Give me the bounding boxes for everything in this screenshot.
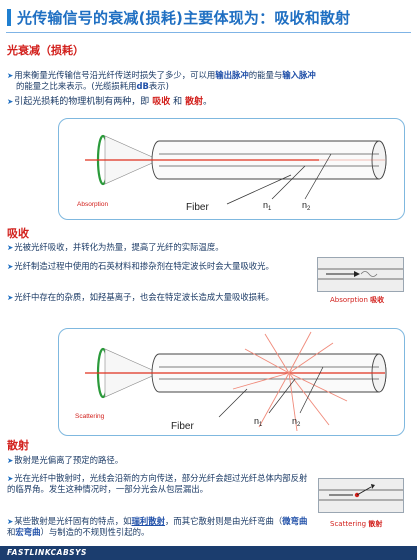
- title-accent-bar: [7, 9, 11, 26]
- text-run: 和: [7, 527, 16, 538]
- scattering-thumb-caption: Scattering 散射: [330, 520, 383, 528]
- bullet-arrow-icon: ➤: [7, 262, 14, 271]
- n2-pointer: [299, 366, 324, 414]
- absorption-thumb-caption: Absorption 吸收: [330, 296, 385, 304]
- scattering-diagram-label: Scattering: [75, 413, 105, 420]
- footer-brand: FASTLINKCABSYS: [7, 548, 87, 557]
- absorption-thumbnail: [317, 257, 404, 292]
- fiber-label: Fiber: [171, 421, 194, 432]
- highlight-scattering: 散射: [184, 97, 203, 107]
- scattering-thumbnail: [318, 478, 404, 513]
- bullet-arrow-icon: ➤: [7, 293, 14, 302]
- thumb-arrowhead: [371, 484, 375, 489]
- absorption-bullet-3: ➤光纤中存在的杂质，如羟基离子，也会在特定波长造成大量吸收损耗。: [7, 292, 307, 303]
- attenuation-bullet-1: ➤用来衡量光传输信号沿光纤传送时损失了多少，可以用输出脉冲的能量与输入脉冲的能量…: [7, 70, 412, 92]
- text-run: 光纤中存在的杂质，如羟基离子，也会在特定波长造成大量吸收损耗。: [14, 292, 274, 302]
- text-run: 散射是光偏离了预定的路径。: [14, 455, 124, 465]
- text-run: 和: [173, 97, 183, 107]
- fiber-end: [371, 140, 387, 180]
- fiber-pointer: [218, 388, 248, 418]
- fiber-label: Fiber: [186, 202, 209, 213]
- thumb-scattered-ray: [356, 486, 372, 496]
- highlight-macrobend: 宏弯曲: [15, 527, 41, 538]
- attenuation-bullet-2: ➤引起光损耗的物理机制有两种，即 吸收 和 散射。: [7, 96, 412, 108]
- text-run: 光在光纤中散射时，光线会沿新的方向传送，部分光纤会超过光纤总体内部反射的临界角。…: [7, 473, 308, 495]
- n2-label: n2: [292, 416, 301, 428]
- text-run: ）与制造的不规则性引起的。: [40, 527, 150, 538]
- absorption-diagram-svg: Absorption Fiber n1 n2: [77, 134, 387, 213]
- bullet-arrow-icon: ➤: [7, 97, 14, 106]
- scattering-heading: 散射: [7, 439, 29, 452]
- title-divider: [6, 32, 411, 33]
- scattered-rays: [232, 331, 348, 432]
- text-run: 。: [202, 97, 212, 107]
- title-bar: 光传输信号的衰减(损耗)主要体现为：吸收和散射: [0, 0, 417, 34]
- text-run: ，而其它散射则是由光纤弯曲（: [165, 516, 283, 526]
- scattering-bullet-2: ➤光在光纤中散射时，光线会沿新的方向传送，部分光纤会超过光纤总体内部反射的临界角…: [7, 473, 312, 495]
- highlight-output-pulse: 输出脉冲: [215, 70, 249, 80]
- absorption-bullet-1: ➤光被光纤吸收，并转化为热量，提高了光纤的实际温度。: [7, 242, 407, 253]
- thumb-heat-wave: [360, 271, 378, 277]
- absorption-heading: 吸收: [7, 227, 29, 240]
- n1-label: n1: [263, 200, 272, 212]
- n1-label: n1: [254, 416, 263, 428]
- thumb-arrowhead: [354, 271, 360, 277]
- bullet-arrow-icon: ➤: [7, 474, 14, 483]
- highlight-input-pulse: 输入脉冲: [282, 70, 316, 80]
- n1-pointer: [271, 165, 306, 200]
- bullet-arrow-icon: ➤: [7, 517, 14, 526]
- n1-pointer: [268, 378, 296, 414]
- bullet-arrow-icon: ➤: [7, 456, 14, 465]
- fiber-pointer: [226, 174, 292, 205]
- text-run: 引起光损耗的物理机制有两种，即: [14, 97, 150, 107]
- n2-label: n2: [302, 200, 311, 212]
- n2-pointer: [304, 153, 332, 200]
- bullet-arrow-icon: ➤: [7, 243, 14, 252]
- text-run: 用来衡量光传输信号沿光纤传送时损失了多少，可以用: [14, 70, 216, 80]
- absorption-diagram: Absorption Fiber n1 n2: [58, 118, 405, 220]
- text-run: 的能量之比来表示。(光缆损耗用: [16, 81, 137, 92]
- bullet-arrow-icon: ➤: [7, 71, 14, 80]
- page-title: 光传输信号的衰减(损耗)主要体现为：吸收和散射: [17, 9, 351, 27]
- absorption-bullet-2: ➤光纤制造过程中使用的石英材料和掺杂剂在特定波长时会大量吸收光。: [7, 261, 307, 272]
- text-run: 光纤制造过程中使用的石英材料和掺杂剂在特定波长时会大量吸收光。: [14, 261, 274, 271]
- attenuation-heading: 光衰减（损耗）: [7, 44, 84, 57]
- scattering-diagram-svg: Scattering Fiber n1 n2: [75, 331, 387, 432]
- highlight-rayleigh: 瑞利散射: [131, 516, 166, 526]
- highlight-microbend: 微弯曲: [282, 516, 308, 526]
- text-run: 某些散射是光纤固有的特点，如: [14, 516, 132, 526]
- scattering-bullet-1: ➤散射是光偏离了预定的路径。: [7, 455, 407, 466]
- text-run: 的能量与: [248, 70, 283, 80]
- highlight-absorption: 吸收: [152, 97, 171, 107]
- scattering-diagram: Scattering Fiber n1 n2: [58, 328, 405, 436]
- scattering-bullet-3: ➤某些散射是光纤固有的特点，如瑞利散射，而其它散射则是由光纤弯曲（微弯曲和宏弯曲…: [7, 516, 312, 538]
- highlight-db: dB: [136, 81, 149, 92]
- absorption-diagram-label: Absorption: [77, 201, 108, 208]
- footer-bar: FASTLINKCABSYS: [0, 546, 417, 560]
- text-run: 表示): [148, 81, 169, 92]
- text-run: 光被光纤吸收，并转化为热量，提高了光纤的实际温度。: [14, 242, 224, 252]
